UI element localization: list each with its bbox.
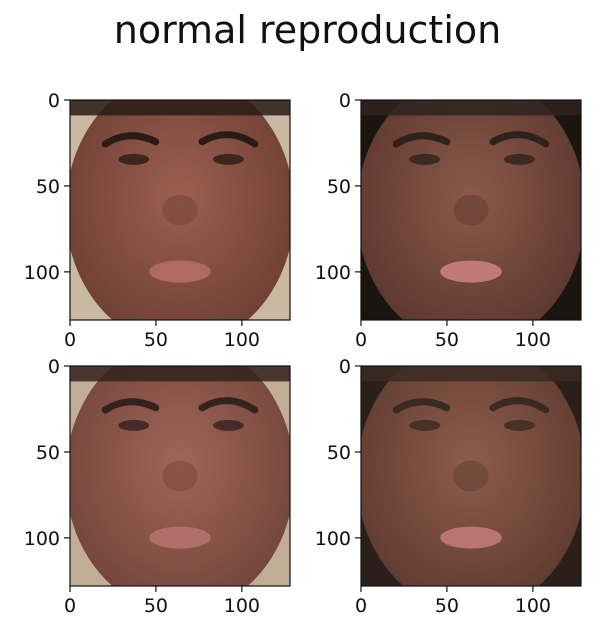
right-eye <box>213 153 244 165</box>
left-eyebrow <box>392 132 451 148</box>
y-tick-label: 100 <box>315 528 351 550</box>
face-original-2 <box>361 100 581 320</box>
y-tick-label: 100 <box>24 528 60 550</box>
nose <box>162 460 198 492</box>
right-eyebrow <box>198 397 259 414</box>
axes-frame <box>69 365 291 587</box>
x-tick-label: 100 <box>224 595 260 617</box>
left-eye <box>409 153 441 165</box>
axes-frame <box>360 365 582 587</box>
right-eyebrow <box>489 397 550 414</box>
axes-frame <box>69 99 291 321</box>
x-tick-label: 50 <box>144 595 168 617</box>
hair-region <box>70 100 290 116</box>
hair-region <box>361 100 581 116</box>
left-eyebrow <box>101 398 160 414</box>
x-tick-label: 0 <box>64 329 76 351</box>
nose <box>453 460 489 492</box>
nose <box>453 194 489 226</box>
y-tick-label: 50 <box>36 442 60 464</box>
x-tick-label: 0 <box>355 595 367 617</box>
hair-region <box>70 366 290 382</box>
face-original-1 <box>70 100 290 320</box>
lips <box>440 526 502 549</box>
subplot-2-2: 0 50 100 0 50 100 <box>315 356 582 617</box>
x-tick-label: 50 <box>144 329 168 351</box>
left-eye <box>118 419 150 431</box>
x-tick-label: 100 <box>515 329 551 351</box>
lips <box>440 260 502 283</box>
figure-title: normal reproduction <box>113 8 502 52</box>
y-tick-label: 50 <box>327 176 351 198</box>
x-tick-label: 100 <box>515 595 551 617</box>
y-tick-label: 0 <box>339 356 351 378</box>
left-eyebrow <box>101 132 160 148</box>
hair-region <box>361 366 581 382</box>
x-tick-label: 100 <box>224 329 260 351</box>
y-tick-label: 50 <box>327 442 351 464</box>
y-tick-label: 50 <box>36 176 60 198</box>
right-eye <box>504 419 535 431</box>
subplot-2-1: 0 50 100 0 50 100 <box>24 356 291 617</box>
lips <box>149 526 211 549</box>
right-eye <box>504 153 535 165</box>
left-eye <box>409 419 441 431</box>
x-tick-label: 50 <box>435 595 459 617</box>
nose <box>162 194 198 226</box>
y-tick-label: 0 <box>339 90 351 112</box>
x-tick-label: 50 <box>435 329 459 351</box>
lips <box>149 260 211 283</box>
left-eyebrow <box>392 398 451 414</box>
left-eye <box>118 153 150 165</box>
right-eye <box>213 419 244 431</box>
right-eyebrow <box>489 131 550 148</box>
subplot-1-2: 0 50 100 0 50 100 <box>315 90 582 351</box>
x-tick-label: 0 <box>64 595 76 617</box>
y-tick-label: 100 <box>315 262 351 284</box>
y-tick-label: 100 <box>24 262 60 284</box>
subplot-1-1: 0 50 100 0 50 100 <box>24 90 291 351</box>
right-eyebrow <box>198 131 259 148</box>
axes-frame <box>360 99 582 321</box>
y-tick-label: 0 <box>48 356 60 378</box>
y-tick-label: 0 <box>48 90 60 112</box>
x-tick-label: 0 <box>355 329 367 351</box>
face-reproduction-1 <box>70 366 290 586</box>
face-reproduction-2 <box>361 366 581 586</box>
